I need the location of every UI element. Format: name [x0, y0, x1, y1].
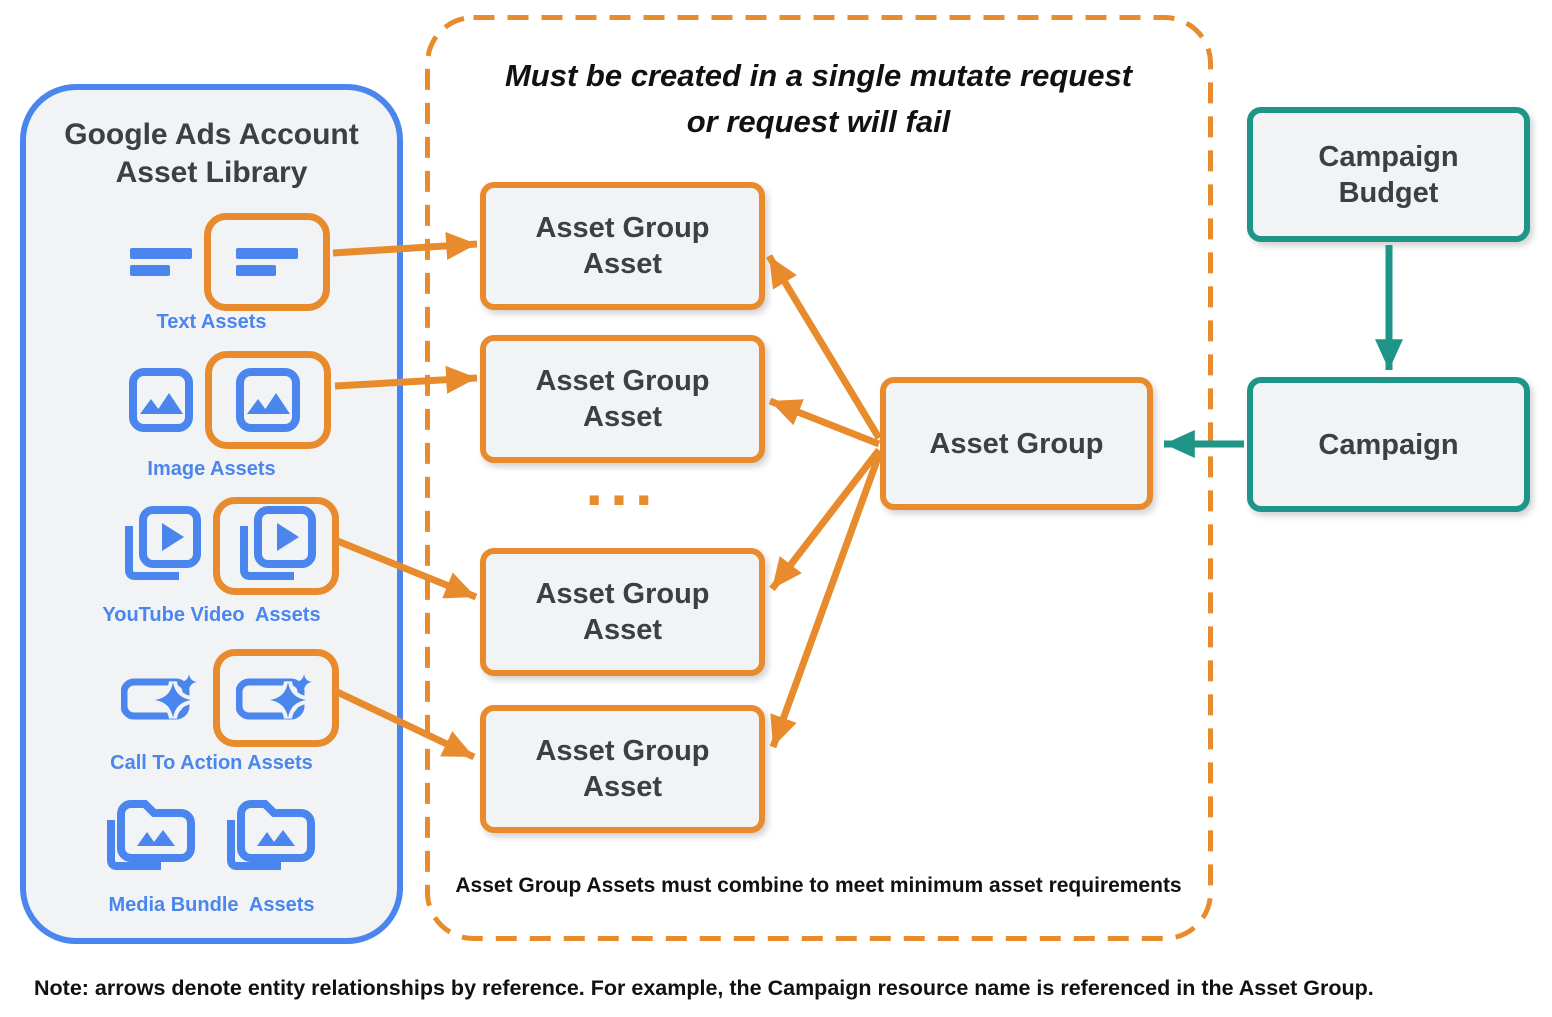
- image-asset-icon: [235, 368, 300, 432]
- asset-group-asset-box-2: Asset Group Asset: [480, 335, 765, 463]
- youtube-video-asset-selected-outline: [212, 497, 339, 595]
- call-to-action-asset-icon: [120, 674, 197, 720]
- arrow-asset-group-to-asset-group-asset-4: [769, 450, 884, 749]
- asset-group-box: Asset Group: [880, 377, 1153, 510]
- campaign-budget-box: Campaign Budget: [1247, 107, 1530, 242]
- image-asset-selected-outline: [204, 351, 331, 449]
- asset-group-asset-label-line1: Asset Group: [535, 735, 710, 767]
- arrow-asset-group-to-asset-group-asset-1: [766, 254, 882, 440]
- image-assets-row: [26, 351, 397, 449]
- mutate-requirement-title-line1: Must be created in a single mutate reque…: [504, 58, 1133, 93]
- reference-note: Note: arrows denote entity relationships…: [34, 976, 1374, 1000]
- asset-group-asset-label-line1: Asset Group: [535, 578, 710, 610]
- asset-group-asset-label-line1: Asset Group: [535, 212, 710, 244]
- asset-library-title-line1: Google Ads Account: [64, 118, 359, 151]
- youtube-video-assets-row: [26, 495, 397, 597]
- arrow-asset-group-to-asset-group-asset-2: [768, 397, 881, 448]
- asset-group-asset-box-3: Asset Group Asset: [480, 548, 765, 676]
- text-assets-label: Text Assets: [156, 311, 267, 333]
- asset-library-title: Google Ads Account Asset Library: [26, 116, 397, 192]
- media-bundle-asset-icon: [226, 800, 315, 870]
- asset-library-title-line2: Asset Library: [115, 156, 308, 189]
- asset-group-asset-label-line2: Asset: [583, 248, 662, 280]
- youtube-video-assets-label: YouTube Video Assets: [102, 604, 321, 626]
- call-to-action-asset-icon: [235, 674, 312, 720]
- text-asset-icon: [129, 248, 192, 276]
- asset-group-label: Asset Group: [929, 427, 1104, 460]
- text-asset-selected-outline: [203, 213, 330, 311]
- asset-group-asset-label-line2: Asset: [583, 401, 662, 433]
- campaign-label: Campaign: [1318, 428, 1459, 461]
- media-bundle-assets-row: [26, 784, 397, 876]
- asset-group-asset-box-1: Asset Group Asset: [480, 182, 765, 310]
- asset-group-asset-box-4: Asset Group Asset: [480, 705, 765, 833]
- image-assets-label: Image Assets: [147, 458, 276, 480]
- asset-group-asset-label-line2: Asset: [583, 614, 662, 646]
- campaign-budget-label-line1: Campaign: [1318, 140, 1459, 173]
- youtube-video-asset-icon: [124, 506, 201, 580]
- call-to-action-asset-selected-outline: [212, 649, 339, 747]
- media-bundle-assets-label: Media Bundle Assets: [108, 894, 315, 916]
- media-bundle-asset-icon: [106, 800, 195, 870]
- asset-library-panel: Google Ads Account Asset Library Text As…: [20, 84, 403, 944]
- text-asset-icon: [235, 248, 298, 276]
- text-assets-row: [26, 213, 397, 311]
- more-asset-group-assets-ellipsis: ...: [585, 447, 660, 519]
- mutate-requirement-footnote: Asset Group Assets must combine to meet …: [455, 874, 1182, 897]
- asset-group-asset-label-line1: Asset Group: [535, 365, 710, 397]
- mutate-requirement-title: Must be created in a single mutate reque…: [427, 53, 1210, 145]
- campaign-budget-label-line2: Budget: [1338, 176, 1439, 209]
- youtube-video-asset-icon: [239, 506, 316, 580]
- campaign-box: Campaign: [1247, 377, 1530, 512]
- mutate-requirement-title-line2: or request will fail: [686, 104, 951, 139]
- arrow-asset-group-to-asset-group-asset-3: [769, 447, 882, 592]
- call-to-action-assets-label: Call To Action Assets: [110, 752, 313, 774]
- asset-group-asset-label-line2: Asset: [583, 771, 662, 803]
- image-asset-icon: [128, 368, 193, 432]
- call-to-action-assets-row: [26, 649, 397, 747]
